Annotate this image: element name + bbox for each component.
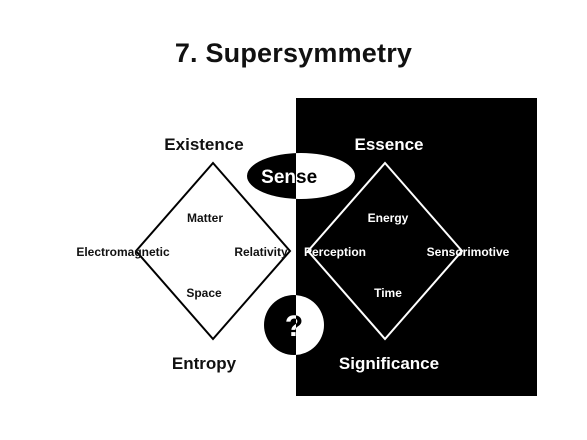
label-space: Space — [186, 286, 222, 300]
label-energy: Energy — [368, 211, 409, 225]
question-mark-right: ? — [285, 310, 303, 343]
sense-ellipse: Sen se — [247, 153, 355, 199]
label-existence: Existence — [164, 135, 243, 154]
right-diamond — [306, 161, 464, 341]
label-relativity: Relativity — [234, 245, 288, 259]
label-perception: Perception — [304, 245, 366, 259]
question-mark-left: ? — [285, 310, 303, 343]
label-essence: Essence — [355, 135, 424, 154]
page-title: 7. Supersymmetry — [174, 38, 413, 68]
label-matter: Matter — [187, 211, 223, 225]
label-significance: Significance — [339, 354, 439, 373]
left-diamond — [134, 161, 292, 341]
sense-label-right: se — [296, 167, 317, 188]
sense-label-left: Sen — [261, 167, 296, 188]
label-time: Time — [374, 286, 402, 300]
label-electromagnetic: Electromagnetic — [76, 245, 170, 259]
label-sensorimotive: Sensorimotive — [427, 245, 510, 259]
question-circle: ? ? — [264, 295, 324, 355]
dark-panel — [296, 98, 537, 396]
label-entropy: Entropy — [172, 354, 237, 373]
